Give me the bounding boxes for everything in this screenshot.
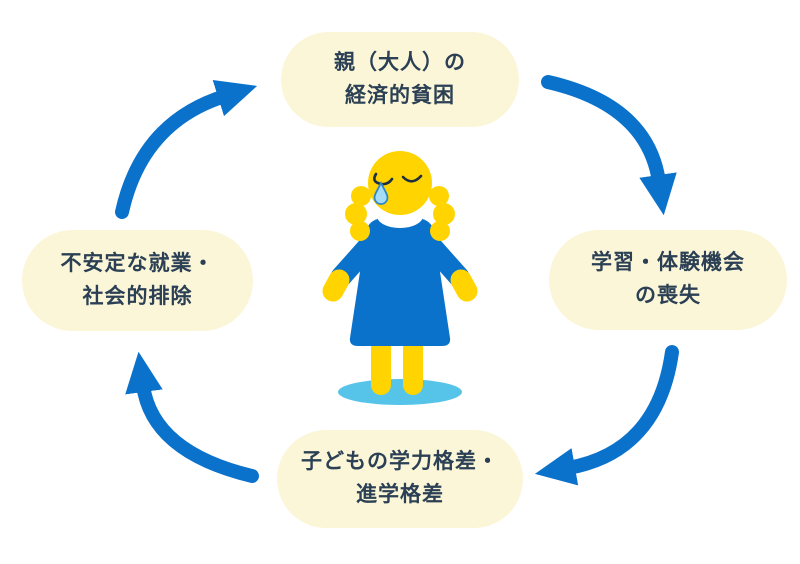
- node-label-line: 社会的排除: [82, 284, 193, 308]
- crying-child-illustration: [322, 151, 478, 405]
- arrow-top-to-right-icon: [541, 75, 677, 216]
- tear-drop-icon: [373, 180, 389, 205]
- right-braid: [429, 186, 455, 241]
- node-label-line: 親（大人）の: [334, 50, 466, 74]
- node-parent-poverty: 親（大人）の 経済的貧困: [281, 32, 519, 127]
- left-braid: [345, 186, 371, 241]
- right-eye: [401, 174, 423, 183]
- node-achievement-gap: 子どもの学力格差・ 進学格差: [277, 430, 523, 528]
- left-hand: [322, 269, 350, 302]
- node-opportunity-loss: 学習・体験機会 の喪失: [549, 230, 787, 330]
- node-label-line: 経済的貧困: [345, 83, 455, 107]
- node-unstable-employment: 不安定な就業・ 社会的排除: [22, 230, 253, 331]
- arrow-left-to-top-icon: [115, 80, 258, 219]
- arrow-bottom-to-left-icon: [125, 351, 259, 483]
- node-label-line: 不安定な就業・: [60, 251, 215, 275]
- node-label-line: の喪失: [635, 284, 701, 307]
- node-label-line: 進学格差: [356, 483, 444, 506]
- arrow-right-to-bottom-icon: [534, 345, 679, 486]
- node-label-line: 学習・体験機会: [591, 251, 745, 275]
- node-label-line: 子どもの学力格差・: [301, 450, 499, 474]
- right-hand: [450, 269, 478, 302]
- ground-shadow: [338, 379, 462, 405]
- dress: [349, 218, 451, 346]
